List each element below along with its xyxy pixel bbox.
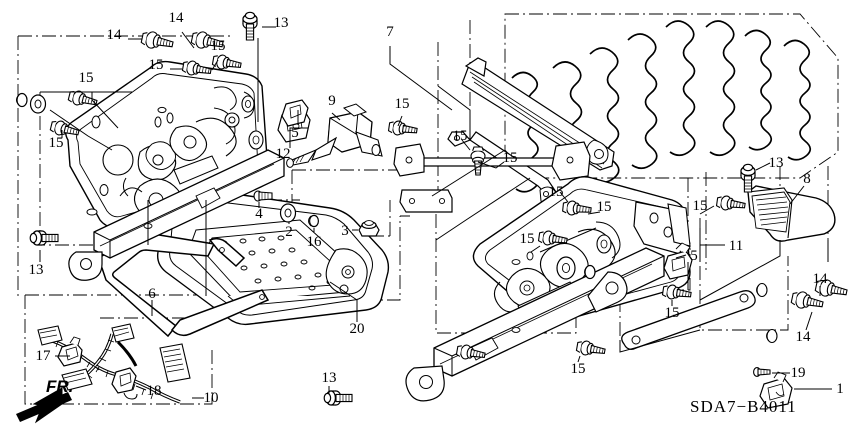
callout-15-j: 15: [693, 198, 708, 214]
part-16-washer: [308, 214, 320, 228]
callout-14-b: 14: [169, 10, 185, 26]
callout-5-b: 5: [690, 248, 698, 264]
front-direction-arrow: [16, 387, 72, 424]
callout-18: 18: [147, 383, 162, 399]
callout-2: 2: [285, 224, 293, 240]
callout-15-b: 15: [149, 57, 164, 73]
callout-5-a: 5: [291, 125, 299, 141]
callout-15-i: 15: [597, 199, 612, 215]
callout-19: 19: [791, 365, 806, 381]
callout-13-a: 13: [274, 15, 289, 31]
callout-1: 1: [836, 381, 844, 397]
callout-14-a: 14: [107, 27, 123, 43]
diagram-part-code: SDA7−B4011: [690, 397, 797, 416]
callout-6: 6: [148, 286, 156, 302]
part-2-collar-bushing: [279, 203, 297, 223]
callout-15-l: 15: [665, 305, 680, 321]
callout-15-k: 15: [520, 231, 535, 247]
callout-15-a: 15: [211, 38, 226, 54]
part-9-slide-motor-assembly: [286, 103, 383, 168]
mid-support-rod: [393, 141, 591, 213]
callout-15-e: 15: [395, 96, 410, 112]
callout-13-d: 13: [322, 370, 337, 386]
part-11-link-rod: [621, 282, 778, 350]
callout-15-g: 15: [503, 150, 518, 166]
part-4-bolt-small: [253, 190, 273, 202]
callout-13-c: 13: [29, 262, 44, 278]
left-washer-clip-set: [16, 92, 47, 114]
callout-15-f: 15: [453, 128, 468, 144]
callout-14-d: 14: [796, 329, 812, 345]
bushing-washer-pair-right: [556, 256, 596, 280]
callout-labels: 14 14 13 7 15 15 15 15 9 15 5 12 15 15 1…: [29, 10, 844, 406]
callout-7: 7: [386, 24, 394, 40]
callout-3: 3: [341, 223, 349, 239]
callout-9: 9: [328, 93, 336, 109]
part-5-cable-clip-left: [281, 99, 309, 127]
part-1-wire-clip-connector: [759, 371, 793, 409]
callout-14-c: 14: [813, 271, 829, 287]
callout-13-b: 13: [769, 155, 784, 171]
callout-16: 16: [307, 234, 323, 250]
callout-4: 4: [255, 206, 263, 222]
callout-10: 10: [204, 390, 219, 406]
left-slide-rail: [68, 149, 285, 281]
part-3-flange-nut: [358, 220, 380, 237]
callout-15-h: 15: [549, 184, 564, 200]
front-marker-label: FR.: [46, 377, 73, 396]
callout-17: 17: [36, 348, 52, 364]
part-19-tapping-screw: [753, 367, 771, 377]
part-8-side-trim-cover: [747, 185, 836, 242]
part-20-seat-cushion-frame: [154, 190, 390, 326]
right-lower-slide-rail: [405, 247, 665, 402]
fastener-bolts: [29, 11, 849, 406]
callout-11: 11: [729, 238, 743, 254]
callout-12: 12: [276, 146, 291, 162]
callout-15-m: 15: [571, 361, 586, 377]
callout-20: 20: [350, 321, 365, 337]
part-17-harness-clip-a: [57, 336, 83, 367]
callout-15-c: 15: [79, 70, 94, 86]
leader-lines: [39, 26, 832, 399]
callout-15-d: 15: [49, 135, 64, 151]
part-18-harness-clip-b: [111, 367, 138, 400]
callout-8: 8: [803, 171, 811, 187]
part-5-cable-clip-right: [663, 242, 693, 280]
